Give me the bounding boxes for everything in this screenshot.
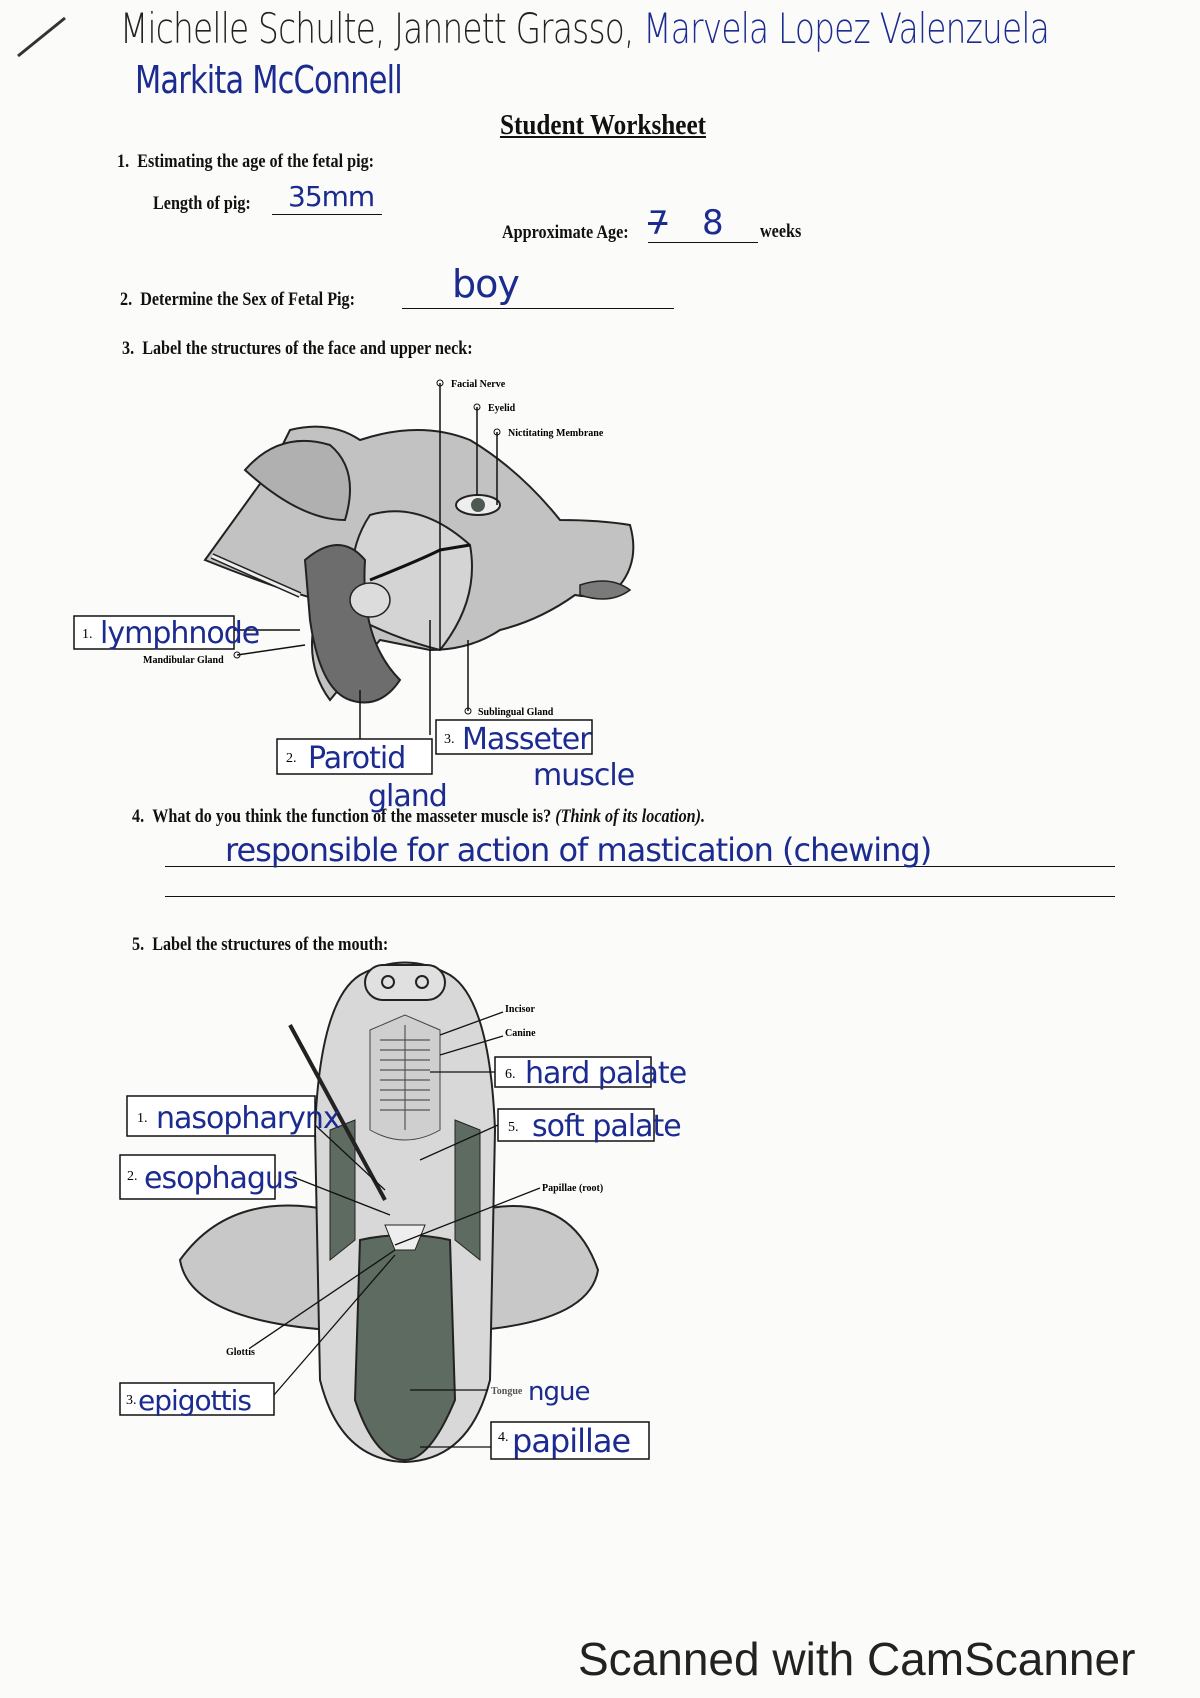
- q1-length-field[interactable]: 35mm: [272, 180, 382, 215]
- label-nictitating-membrane: Nictitating Membrane: [508, 428, 604, 439]
- face-label-box-3[interactable]: 3. Masseter muscle: [435, 719, 635, 793]
- label-papillae-root: Papillae (root): [542, 1183, 603, 1194]
- label-glottis: Glottis: [226, 1347, 255, 1358]
- names-line2: Markita McConnell: [135, 58, 403, 102]
- q1-age-crossed: 7: [648, 204, 668, 242]
- q3-text: 3. Label the structures of the face and …: [122, 338, 473, 359]
- mouth-label-box-1[interactable]: 1. nasopharynx: [126, 1095, 341, 1137]
- mouth-answer-2: esophagus: [144, 1161, 298, 1196]
- q1-age-answer: 8: [702, 203, 724, 243]
- tongue-handwritten: ngue: [528, 1377, 589, 1407]
- face-answer-1: lymphnode: [100, 616, 259, 651]
- face-answer-3-cont: muscle: [533, 758, 634, 793]
- svg-text:2.: 2.: [127, 1169, 138, 1184]
- label-canine: Canine: [505, 1028, 536, 1039]
- camscanner-watermark: Scanned with CamScanner: [578, 1633, 1136, 1685]
- label-tongue: Tongue: [491, 1386, 523, 1397]
- svg-text:1.: 1.: [82, 627, 93, 642]
- q4-hint: (Think of its location).: [555, 806, 706, 827]
- svg-text:6.: 6.: [505, 1067, 516, 1082]
- label-sublingual-gland: Sublingual Gland: [478, 707, 554, 718]
- parotid-gland: [303, 544, 402, 704]
- pig-face-diagram: Facial Nerve Eyelid Nictitating Membrane…: [73, 379, 635, 814]
- mouth-label-box-6[interactable]: 6. hard palate: [494, 1056, 687, 1091]
- ear: [243, 439, 351, 522]
- q2-sex-field[interactable]: boy: [402, 262, 674, 309]
- face-answer-2-cont: gland: [368, 779, 447, 814]
- q1-age-label: Approximate Age:: [502, 222, 629, 243]
- mouth-label-box-5[interactable]: 5. soft palate: [497, 1108, 682, 1144]
- svg-text:2.: 2.: [286, 751, 297, 766]
- q1-length-label: Length of pig:: [153, 193, 251, 214]
- right-cheek: [479, 1205, 600, 1332]
- pencil-mark-icon: [17, 16, 66, 58]
- face-label-box-2[interactable]: 2. Parotid gland: [276, 738, 448, 814]
- q4-text: 4. What do you think the function of the…: [132, 806, 706, 827]
- page-title: Student Worksheet: [499, 110, 707, 141]
- label-mandibular-gland: Mandibular Gland: [143, 655, 224, 666]
- mouth-answer-5: soft palate: [532, 1109, 681, 1144]
- mouth-answer-1: nasopharynx: [156, 1101, 340, 1136]
- q2-text: 2. Determine the Sex of Fetal Pig:: [120, 289, 355, 310]
- mouth-answer-6: hard palate: [525, 1056, 686, 1091]
- label-eyelid: Eyelid: [488, 403, 516, 414]
- q4-answer-line-2[interactable]: [165, 872, 1115, 897]
- q1-age-field[interactable]: 7 8: [648, 203, 758, 243]
- svg-text:5.: 5.: [508, 1120, 519, 1135]
- lymph-node: [349, 582, 391, 618]
- names-blue: Marvela Lopez Valenzuela: [643, 4, 1050, 53]
- q1-length-answer: 35mm: [288, 180, 375, 213]
- names-black: Michelle Schulte, Jannett Grasso,: [120, 4, 634, 53]
- svg-text:3.: 3.: [126, 1393, 137, 1408]
- face-label-box-1[interactable]: 1. lymphnode: [73, 615, 260, 651]
- snout: [364, 964, 446, 1001]
- q5-text: 5. Label the structures of the mouth:: [132, 934, 389, 955]
- mouth-answer-4: papillae: [512, 1422, 630, 1460]
- svg-text:4.: 4.: [498, 1430, 509, 1445]
- mouth-answer-3: epigottis: [138, 1384, 251, 1417]
- mouth-label-box-2[interactable]: 2. esophagus: [119, 1154, 299, 1200]
- mouth-label-box-4[interactable]: 4. papillae: [490, 1421, 650, 1460]
- face-answer-3: Masseter: [462, 722, 592, 757]
- q4-answer-line-1[interactable]: responsible for action of mastication (c…: [165, 834, 1115, 867]
- pig-mouth-diagram: Incisor Canine Papillae (root) Glottis T…: [119, 961, 687, 1464]
- face-answer-2: Parotid: [308, 741, 405, 776]
- q4-answer: responsible for action of mastication (c…: [225, 831, 932, 869]
- svg-text:1.: 1.: [137, 1111, 148, 1126]
- q1-text: 1. Estimating the age of the fetal pig:: [117, 151, 375, 172]
- left-cheek: [178, 1204, 331, 1332]
- mouth-label-box-3[interactable]: 3. epigottis: [119, 1382, 275, 1417]
- label-facial-nerve: Facial Nerve: [451, 379, 506, 390]
- tongue: [353, 1234, 457, 1462]
- group-names-line1: Michelle Schulte, Jannett Grasso, Marvel…: [120, 4, 1050, 53]
- svg-text:3.: 3.: [444, 732, 455, 747]
- q1-age-unit: weeks: [760, 221, 802, 242]
- q2-answer: boy: [452, 262, 520, 306]
- label-incisor: Incisor: [505, 1004, 536, 1015]
